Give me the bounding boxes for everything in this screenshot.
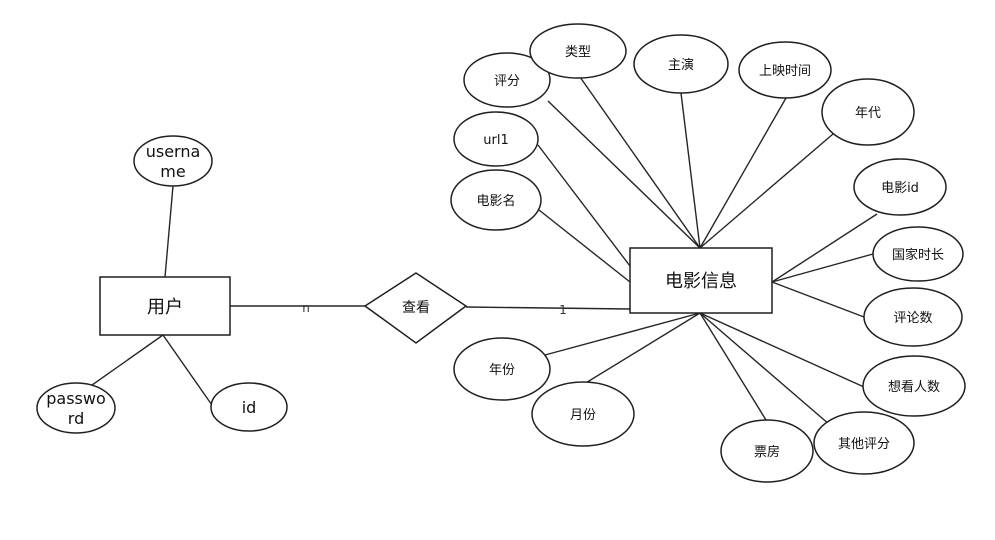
cardinality-left-label: n (302, 301, 310, 315)
attribute-other-score-label: 其他评分 (838, 437, 890, 452)
attribute-era (821, 78, 915, 146)
line-movie-url (537, 144, 631, 267)
line-movie-box-office (699, 312, 767, 421)
line-movie-other-score (699, 312, 831, 426)
line-relationship-movie (465, 306, 631, 310)
attribute-name (450, 169, 542, 231)
attribute-username-line-1: userna (146, 142, 201, 161)
attribute-user-id (210, 382, 288, 432)
connection-lines (84, 76, 878, 426)
user-entity (99, 276, 231, 336)
attribute-release-time (738, 41, 832, 99)
attribute-url (453, 111, 539, 167)
line-movie-release-time (699, 97, 787, 249)
movie-entity (629, 247, 773, 314)
attribute-password-line-1: passwo (46, 389, 106, 408)
line-user-password (84, 334, 164, 391)
attribute-month-label: 月份 (570, 408, 596, 423)
attribute-type (529, 23, 627, 79)
relationship-label: 查看 (402, 300, 430, 316)
attribute-review-count (863, 287, 963, 347)
attribute-password-line-2: rd (68, 409, 84, 428)
line-movie-era (699, 133, 834, 249)
attribute-want-count-label: 想看人数 (888, 379, 940, 395)
attribute-country-duration (872, 226, 964, 282)
attribute-want-count (862, 355, 966, 417)
movie-entity-label: 电影信息 (665, 271, 737, 292)
attribute-score-label: 评分 (494, 74, 520, 89)
attribute-actor-label: 主演 (668, 57, 694, 73)
attribute-other-score (813, 411, 915, 475)
attribute-box-office (720, 419, 814, 483)
attribute-review-count-label: 评论数 (893, 311, 932, 326)
attribute-movie-id (853, 158, 947, 216)
attribute-actor (633, 34, 729, 94)
line-movie-year (544, 312, 701, 356)
attribute-month (531, 381, 635, 447)
line-movie-review-count (771, 281, 865, 318)
cardinality-right-label: 1 (559, 303, 567, 317)
attribute-movie-id-label: 电影id (881, 181, 919, 196)
attribute-username-line-2: me (160, 162, 185, 181)
line-movie-country-duration (771, 253, 874, 283)
attribute-year-label: 年份 (489, 363, 515, 378)
line-movie-month (583, 312, 701, 385)
attribute-user-id-label: id (242, 398, 257, 417)
line-movie-name (538, 209, 631, 283)
line-movie-score (547, 100, 701, 249)
line-movie-want-count (699, 312, 865, 388)
attribute-name-label: 电影名 (476, 193, 515, 209)
attribute-score (463, 52, 551, 108)
attribute-password (36, 382, 116, 434)
attribute-era-label: 年代 (855, 106, 881, 121)
attribute-type-label: 类型 (565, 45, 591, 60)
attribute-url-label: url1 (483, 133, 508, 148)
attribute-username (133, 135, 213, 187)
line-movie-actor (680, 92, 701, 249)
line-user-username (164, 185, 174, 278)
relationship-diamond (363, 272, 468, 344)
line-movie-id (771, 213, 878, 283)
line-movie-type (579, 76, 701, 249)
user-entity-label: 用户 (147, 297, 183, 318)
attribute-release-time-label: 上映时间 (759, 64, 811, 79)
attribute-year (453, 337, 551, 401)
attribute-country-duration-label: 国家时长 (892, 247, 944, 263)
attribute-box-office-label: 票房 (754, 444, 780, 460)
line-user-id (162, 334, 215, 409)
